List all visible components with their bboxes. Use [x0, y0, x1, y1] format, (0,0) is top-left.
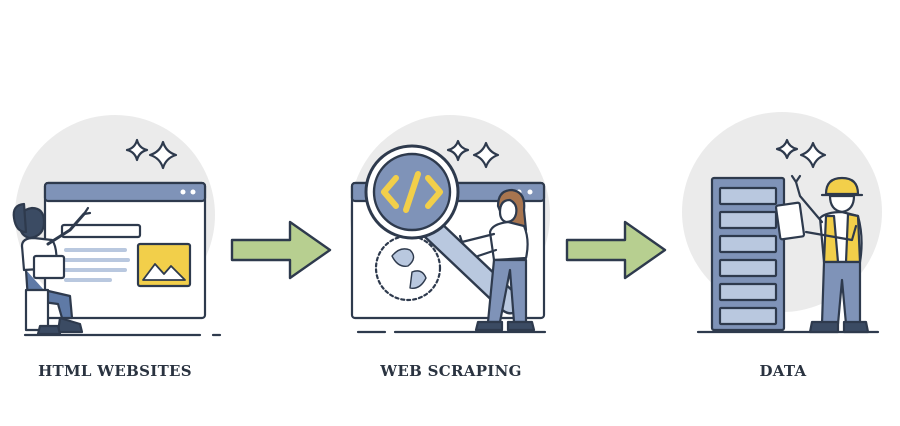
sparkle-icon	[148, 140, 178, 170]
step-web-scraping-illustration	[350, 115, 550, 334]
code-icon	[381, 171, 443, 213]
hard-hat-icon	[824, 176, 860, 196]
step-html-websites-illustration	[12, 115, 222, 337]
sparkle-icon	[472, 141, 500, 169]
browser-title-bar	[43, 181, 207, 203]
globe-icon	[374, 234, 442, 302]
step-data-illustration	[682, 112, 882, 334]
arrow-right-icon	[230, 220, 332, 280]
window-dot-icon	[527, 189, 533, 195]
person-figure	[458, 188, 536, 332]
window-dot-icon	[190, 189, 196, 195]
step-label-html-websites: HTML WEBSITES	[38, 362, 192, 380]
url-bar	[60, 223, 142, 239]
person-figure	[12, 202, 92, 336]
sparkle-icon	[125, 138, 149, 162]
step-label-web-scraping: WEB SCRAPING	[380, 362, 522, 380]
sparkle-icon	[446, 139, 470, 162]
sparkle-icon	[799, 141, 827, 169]
arrow-right-icon	[565, 220, 667, 280]
person-figure	[774, 174, 870, 334]
window-dot-icon	[180, 189, 186, 195]
server-rack-icon	[710, 176, 786, 332]
sparkle-icon	[775, 138, 799, 160]
step-label-data: DATA	[759, 362, 807, 380]
